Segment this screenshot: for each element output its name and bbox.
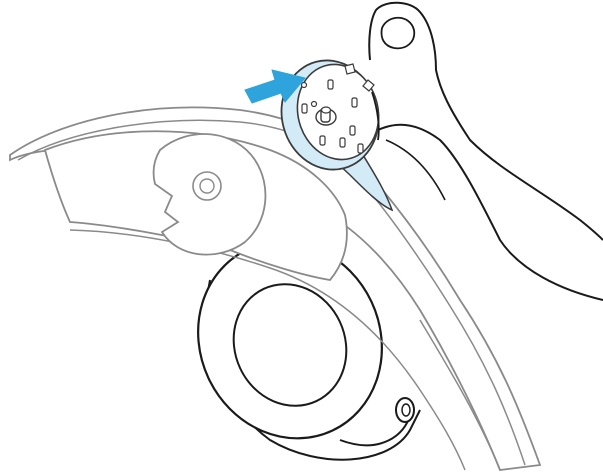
strap-mount-socket [154, 134, 266, 255]
earcup-button-icon [396, 398, 414, 422]
